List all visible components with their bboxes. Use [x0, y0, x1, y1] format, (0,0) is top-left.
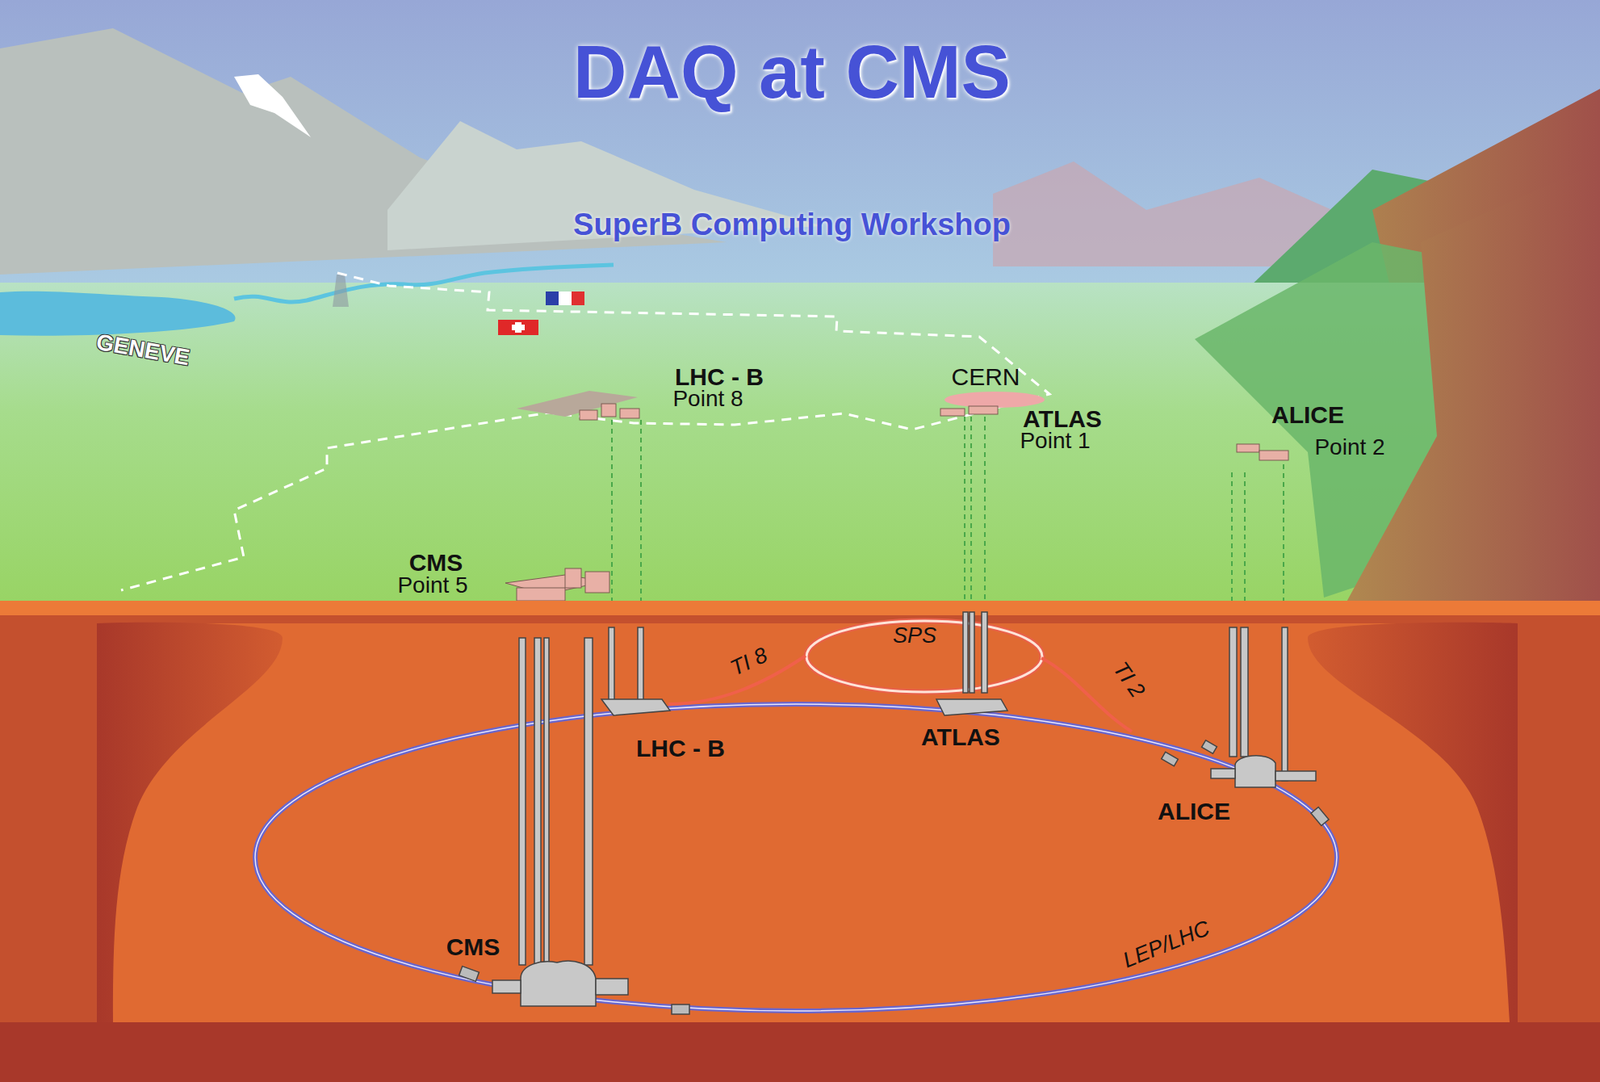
surface-buildings — [505, 390, 1289, 603]
illustration-shape — [545, 291, 559, 306]
illustration-shape — [1281, 627, 1288, 781]
illustration-shape — [963, 416, 966, 603]
illustration-shape — [492, 980, 521, 993]
illustration-shape — [332, 274, 349, 307]
illustration-shape — [963, 611, 968, 693]
illustration-shape — [584, 637, 593, 965]
site-point: Point 1 — [1019, 428, 1090, 454]
site-point: Point 8 — [672, 386, 743, 412]
illustration-shape — [520, 960, 596, 1006]
illustration-shape — [1202, 740, 1218, 754]
illustration-shape — [0, 0, 1600, 614]
illustration-shape — [619, 408, 640, 419]
illustration-shape — [671, 1004, 690, 1014]
illustration-shape — [640, 419, 642, 603]
site-point: Point 2 — [1314, 435, 1385, 461]
experiment-name: CMS — [409, 548, 464, 576]
accelerator-name: SPS — [892, 624, 937, 649]
ring-name: LEP/LHC — [1119, 916, 1213, 973]
site-point: Point 5 — [397, 573, 468, 599]
illustration-shape — [565, 568, 582, 588]
illustration-shape — [96, 622, 283, 1022]
illustration-shape — [1231, 472, 1233, 603]
french-flag — [545, 291, 585, 306]
illustration-shape — [1310, 806, 1329, 826]
illustration-shape — [498, 319, 539, 336]
illustration-shape — [984, 416, 986, 603]
illustration-shape — [936, 699, 1008, 716]
illustration-shape — [608, 627, 615, 704]
illustration-shape — [459, 740, 1329, 1014]
illustration-shape — [992, 161, 1332, 267]
illustration-shape — [637, 627, 644, 704]
illustration-shape — [611, 416, 1284, 603]
illustration-shape — [0, 600, 1600, 616]
illustration-shape — [121, 272, 1050, 591]
detector-name: LHC - B — [636, 734, 725, 762]
transfer-line-name: TI 8 — [727, 643, 772, 682]
experiment-name: LHC - B — [674, 363, 764, 390]
landscape — [0, 0, 1600, 614]
illustration-shape — [981, 611, 988, 693]
lab-name: CERN — [950, 363, 1020, 390]
illustration-shape — [1229, 627, 1237, 757]
experiment-name: ATLAS — [1022, 405, 1102, 432]
illustration-shape — [1240, 627, 1249, 757]
illustration-shape — [806, 620, 1043, 692]
swiss-flag — [498, 319, 539, 336]
experiment-name: ALICE — [1271, 401, 1345, 428]
illustration-shape — [544, 637, 549, 965]
illustration-shape — [558, 291, 572, 306]
illustration-shape — [1275, 770, 1316, 781]
illustration-shape — [534, 637, 541, 965]
illustration-shape — [968, 406, 998, 415]
detector-name: ALICE — [1157, 797, 1231, 825]
illustration-shape — [516, 587, 566, 601]
illustration-shape — [1236, 443, 1260, 453]
illustration-shape — [0, 291, 236, 336]
illustration-shape — [234, 74, 311, 138]
illustration-shape — [579, 410, 598, 420]
illustration-shape — [806, 620, 1043, 692]
illustration-shape — [601, 403, 616, 417]
illustration-shape — [1340, 161, 1600, 614]
underground — [0, 600, 1600, 1082]
illustration-shape — [96, 623, 1518, 1022]
illustration-shape — [1282, 464, 1285, 603]
slide-title: DAQ at CMS — [573, 31, 1011, 114]
illustration-shape — [969, 611, 975, 693]
illustration-shape — [585, 571, 610, 593]
illustration-shape — [492, 611, 1316, 1006]
illustration-shape — [611, 419, 613, 603]
illustration-shape — [1307, 622, 1518, 1022]
illustration-shape — [519, 637, 526, 965]
illustration-shape — [571, 291, 585, 306]
illustration-shape — [970, 416, 972, 603]
illustration-shape — [255, 703, 1337, 1011]
illustration-shape — [255, 703, 1337, 1011]
illustration-shape — [595, 978, 629, 995]
illustration-shape — [459, 966, 480, 982]
illustration-shape — [1210, 768, 1236, 779]
illustration-shape — [940, 408, 965, 416]
illustration-shape — [1161, 751, 1179, 767]
illustration-shape — [1243, 472, 1246, 603]
transfer-line-name: TI 2 — [1108, 657, 1150, 702]
detector-name: ATLAS — [921, 723, 1001, 750]
detector-name: CMS — [446, 933, 501, 960]
illustration-shape — [0, 602, 1600, 1082]
city-name: GENEVE — [94, 330, 192, 372]
subtitle: SuperB Computing Workshop — [573, 208, 1011, 243]
illustration-shape — [511, 324, 525, 331]
illustration-shape — [0, 1021, 1600, 1082]
illustration-shape — [601, 699, 671, 716]
illustration-shape — [1259, 450, 1289, 461]
illustration-shape — [1235, 755, 1276, 788]
